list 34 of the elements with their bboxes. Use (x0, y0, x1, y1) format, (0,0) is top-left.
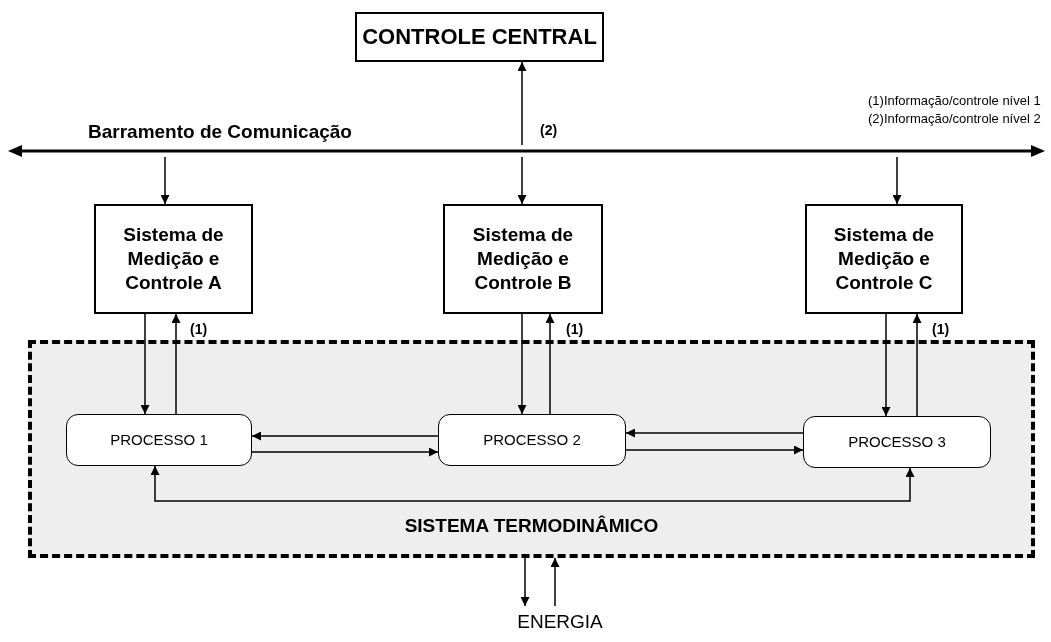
arrow (150, 465, 915, 502)
arrow (545, 313, 555, 415)
arrow (517, 156, 527, 205)
central-control-box: CONTROLE CENTRAL (355, 12, 604, 62)
arrow (881, 313, 891, 417)
bus-label: Barramento de Comunicação (88, 121, 352, 142)
legend-note: (1)Informação/controle nível 1 (868, 92, 1041, 110)
arrow (892, 156, 902, 205)
energy-label: ENERGIA (517, 609, 603, 634)
edge-label: (1) (932, 321, 950, 337)
system-label: SISTEMA TERMODINÂMICO (404, 513, 659, 538)
system-boundary (28, 340, 1035, 558)
arrow (912, 313, 922, 417)
arrow (517, 61, 527, 146)
arrow (251, 431, 439, 441)
control-system-box: Sistema de Medição e Controle C (805, 204, 963, 314)
process-box: PROCESSO 1 (66, 414, 252, 466)
process-box: PROCESSO 2 (438, 414, 626, 466)
control-system-box: Sistema de Medição e Controle B (443, 204, 603, 314)
arrow (520, 557, 530, 607)
control-system-box: Sistema de Medição e Controle A (94, 204, 253, 314)
arrow (251, 447, 439, 457)
arrow (625, 428, 804, 438)
legend-note: (2)Informação/controle nível 2 (868, 110, 1041, 128)
arrow (517, 313, 527, 415)
arrow (171, 313, 181, 415)
edge-label: (1) (190, 321, 208, 337)
arrow (550, 557, 560, 607)
edge-label: (2) (540, 122, 558, 138)
arrow (140, 313, 150, 415)
arrow (160, 156, 170, 205)
process-box: PROCESSO 3 (803, 416, 991, 468)
edge-label: (1) (566, 321, 584, 337)
arrow (625, 445, 804, 455)
